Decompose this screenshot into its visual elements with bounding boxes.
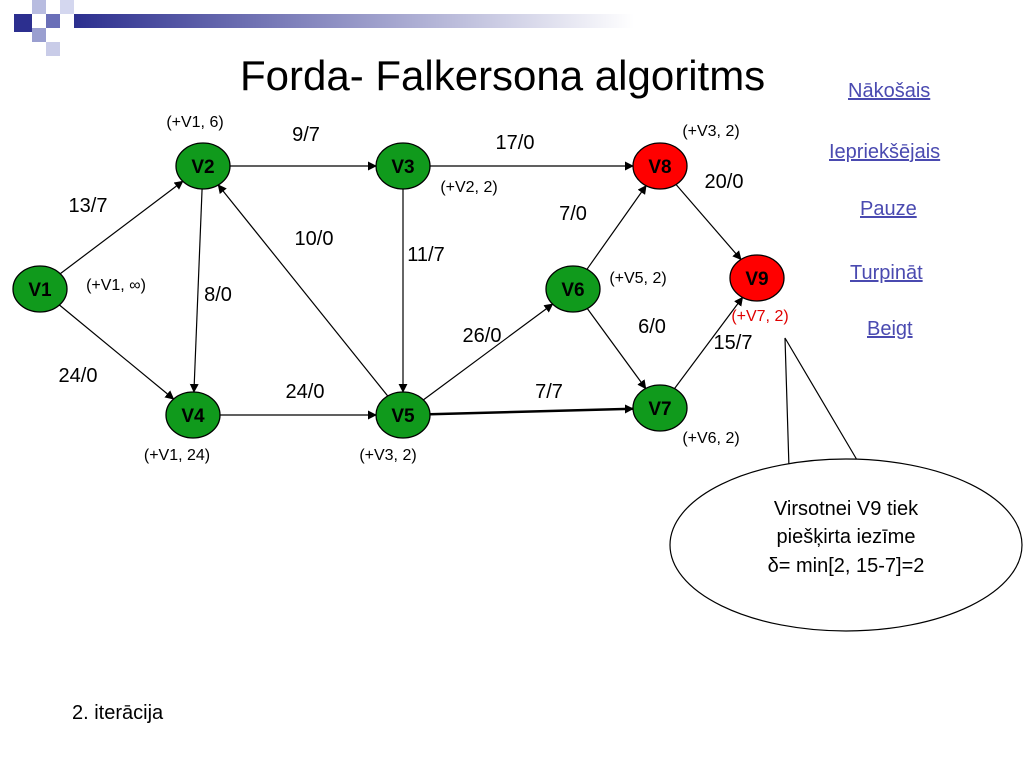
callout-line: Virsotnei V9 tiek: [774, 498, 919, 520]
edge-v1-v4: [59, 304, 175, 400]
node-v8: [632, 142, 688, 190]
edge-label-v8-v9: 20/0: [705, 171, 744, 193]
nav-next-link[interactable]: Nākošais: [848, 80, 931, 102]
edge-label-v3-v8: 17/0: [496, 132, 535, 154]
node-v4: [165, 391, 221, 439]
edge-label-v5-v7: 7/7: [535, 381, 563, 403]
deco-square: [46, 42, 60, 56]
node-label-v1: V1: [28, 280, 52, 301]
nav-previous-link[interactable]: Iepriekšējais: [829, 141, 941, 163]
node-label-v3: V3: [391, 157, 414, 178]
deco-square: [32, 28, 46, 42]
callout-line: δ= min[2, 15-7]=2: [768, 555, 925, 577]
edge-v5-v2: [217, 184, 389, 397]
edge-v6-v7: [586, 308, 647, 390]
edge-label-v1-v4: 24/0: [59, 365, 98, 387]
edge-v1-v2: [59, 180, 184, 275]
deco-square: [46, 14, 60, 28]
edge-label-v6-v7: 6/0: [638, 316, 666, 338]
edge-label-v2-v3: 9/7: [292, 124, 320, 146]
node-mark-v5: (+V3, 2): [359, 447, 416, 464]
corner-decoration: [14, 0, 634, 56]
node-mark-v3: (+V2, 2): [440, 179, 497, 196]
node-mark-v8: (+V3, 2): [682, 123, 739, 140]
node-mark-v1: (+V1, ∞): [86, 277, 146, 294]
edge-v2-v4: [189, 188, 203, 393]
deco-gradient-bar: [74, 14, 634, 28]
nav-continue-link[interactable]: Turpināt: [850, 262, 923, 284]
node-mark-v9: (+V7, 2): [731, 308, 788, 325]
node-label-v7: V7: [648, 399, 671, 420]
node-mark-v7: (+V6, 2): [682, 430, 739, 447]
nav-end-link[interactable]: Beigt: [867, 318, 913, 340]
node-label-v9: V9: [745, 269, 768, 290]
edge-label-v5-v6: 26/0: [463, 325, 502, 347]
node-label-v4: V4: [181, 406, 205, 427]
edge-v5-v6: [423, 303, 554, 401]
edge-label-v2-v4: 8/0: [204, 284, 232, 306]
callout-line: piešķirta iezīme: [777, 526, 916, 548]
edge-v8-v9: [675, 184, 742, 261]
callout-bubble: [669, 458, 1023, 632]
node-label-v8: V8: [648, 157, 671, 178]
slide-title: Forda- Falkersona algoritms: [240, 52, 766, 99]
deco-square: [60, 0, 74, 14]
edge-v5-v7: [429, 404, 634, 416]
edge-label-v6-v8: 7/0: [559, 203, 587, 225]
node-v1: [12, 265, 68, 313]
node-v2: [175, 142, 231, 190]
edge-label-v1-v2: 13/7: [69, 195, 108, 217]
iteration-label: 2. iterācija: [72, 702, 164, 724]
nav-pause-link[interactable]: Pauze: [860, 198, 917, 220]
node-mark-v6: (+V5, 2): [609, 270, 666, 287]
node-v3: [375, 142, 431, 190]
edge-label-v7-v9: 15/7: [714, 332, 753, 354]
edge-label-v3-v5: 11/7: [407, 244, 444, 266]
node-mark-v2: (+V1, 6): [166, 114, 223, 131]
node-v9: [729, 254, 785, 302]
deco-square: [14, 14, 32, 32]
node-label-v5: V5: [391, 406, 415, 427]
node-label-v2: V2: [191, 157, 214, 178]
deco-square: [32, 0, 46, 14]
node-mark-v4: (+V1, 24): [144, 447, 210, 464]
node-v7: [632, 384, 688, 432]
edge-label-v4-v5: 24/0: [286, 381, 325, 403]
callout-seam-cover: [791, 466, 858, 475]
edge-v7-v9: [674, 296, 744, 389]
callout-pointer: [784, 337, 861, 469]
node-v6: [545, 265, 601, 313]
node-label-v6: V6: [561, 280, 584, 301]
edge-label-v5-v2: 10/0: [295, 228, 334, 250]
edge-v6-v8: [586, 184, 647, 270]
node-v5: [375, 391, 431, 439]
